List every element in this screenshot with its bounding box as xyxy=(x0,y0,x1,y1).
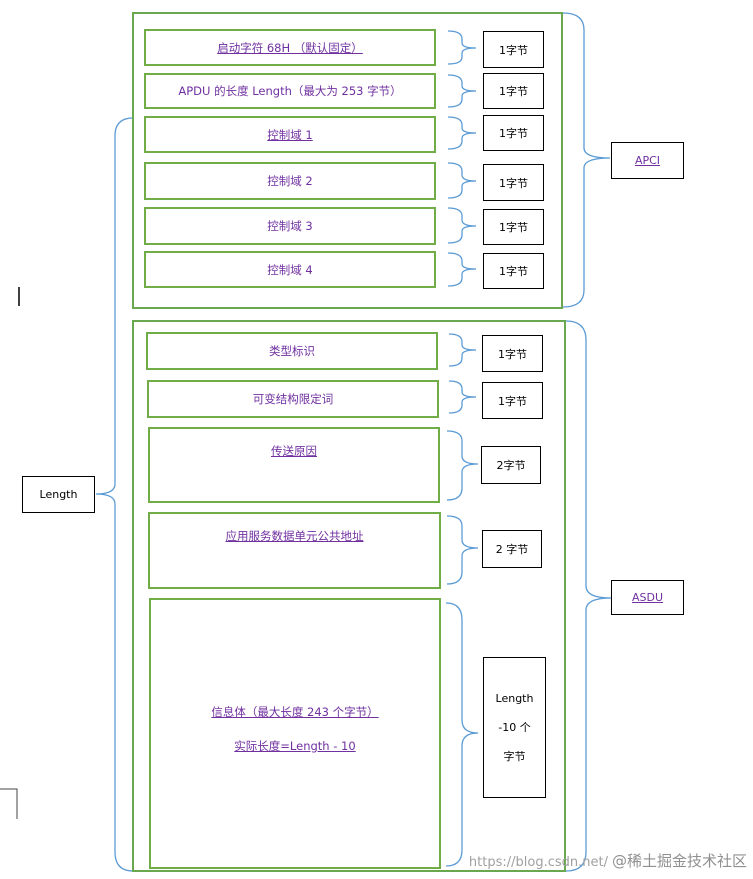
apci-size-2: 1字节 xyxy=(483,73,544,109)
brace-apci-1 xyxy=(447,30,477,65)
apci-size-6: 1字节 xyxy=(483,253,544,289)
info-size-line-2: -10 个 xyxy=(498,721,531,734)
asdu-label-text: ASDU xyxy=(631,591,664,604)
brace-asdu-4 xyxy=(446,515,479,585)
brace-apci-3 xyxy=(447,116,477,150)
brace-asdu-3 xyxy=(446,430,479,501)
asdu-field-cot: 传送原因 xyxy=(148,427,440,503)
asdu-label: ASDU xyxy=(611,580,684,615)
apci-field-control-4: 控制域 4 xyxy=(144,251,436,288)
apci-field-control-2: 控制域 2 xyxy=(144,162,436,200)
asdu-field-type-id: 类型标识 xyxy=(146,332,438,370)
brace-apci-5 xyxy=(447,207,477,244)
asdu-size-2: 1字节 xyxy=(482,382,543,419)
asdu-field-common-address: 应用服务数据单元公共地址 xyxy=(148,512,441,589)
corner-mark xyxy=(0,788,18,819)
asdu-size-4: 2 字节 xyxy=(482,530,542,568)
apci-size-1: 1字节 xyxy=(483,31,544,68)
apci-field-control-1: 控制域 1 xyxy=(144,116,436,153)
asdu-size-3: 2字节 xyxy=(481,446,541,484)
brace-asdu-group xyxy=(565,320,612,872)
field-label: 控制域 2 xyxy=(267,174,313,188)
length-label: Length xyxy=(22,476,95,513)
field-label: 控制域 3 xyxy=(267,219,313,233)
brace-asdu-info xyxy=(445,602,479,867)
brace-apci-4 xyxy=(447,162,477,199)
brace-asdu-1 xyxy=(448,333,477,367)
asdu-size-1: 1字节 xyxy=(482,335,543,372)
apci-size-5: 1字节 xyxy=(483,209,544,245)
field-label: APDU 的长度 Length（最大为 253 字节） xyxy=(178,84,402,98)
field-label: 类型标识 xyxy=(269,344,315,358)
watermark-site: @稀土掘金技术社区 xyxy=(611,852,747,870)
apci-label-text: APCI xyxy=(634,154,661,167)
brace-apci-2 xyxy=(447,74,477,108)
length-label-text: Length xyxy=(39,488,78,501)
watermark: https://blog.csdn.net/@稀土掘金技术社区 xyxy=(469,850,747,871)
info-size-line-3: 字节 xyxy=(503,750,526,763)
apci-field-apdu-length: APDU 的长度 Length（最大为 253 字节） xyxy=(144,73,436,109)
watermark-url: https://blog.csdn.net/ xyxy=(468,855,608,870)
info-line-1: 信息体（最大长度 243 个字节） xyxy=(211,704,379,719)
field-label: 启动字符 68H （默认固定） xyxy=(217,40,363,55)
apci-group xyxy=(132,12,563,309)
apci-field-control-3: 控制域 3 xyxy=(144,207,436,245)
apci-field-start-char: 启动字符 68H （默认固定） xyxy=(144,29,436,66)
field-label: 控制域 1 xyxy=(267,127,313,142)
apci-label: APCI xyxy=(611,142,684,179)
field-label: 传送原因 xyxy=(271,444,317,458)
apci-size-3: 1字节 xyxy=(483,115,544,151)
brace-apci-group xyxy=(562,12,611,308)
field-label: 应用服务数据单元公共地址 xyxy=(225,529,364,543)
asdu-size-info: Length -10 个 字节 xyxy=(483,657,546,798)
field-label: 可变结构限定词 xyxy=(252,392,334,406)
info-size-line-1: Length xyxy=(495,692,534,705)
brace-apci-6 xyxy=(447,252,477,287)
brace-length xyxy=(95,117,134,872)
asdu-field-vsq: 可变结构限定词 xyxy=(147,380,439,418)
asdu-group xyxy=(132,320,566,872)
asdu-field-info-object: 信息体（最大长度 243 个字节） 实际长度=Length - 10 xyxy=(149,598,441,869)
apci-size-4: 1字节 xyxy=(483,164,544,201)
info-line-2: 实际长度=Length - 10 xyxy=(234,738,356,753)
field-label: 控制域 4 xyxy=(267,262,313,277)
brace-asdu-2 xyxy=(448,380,477,414)
